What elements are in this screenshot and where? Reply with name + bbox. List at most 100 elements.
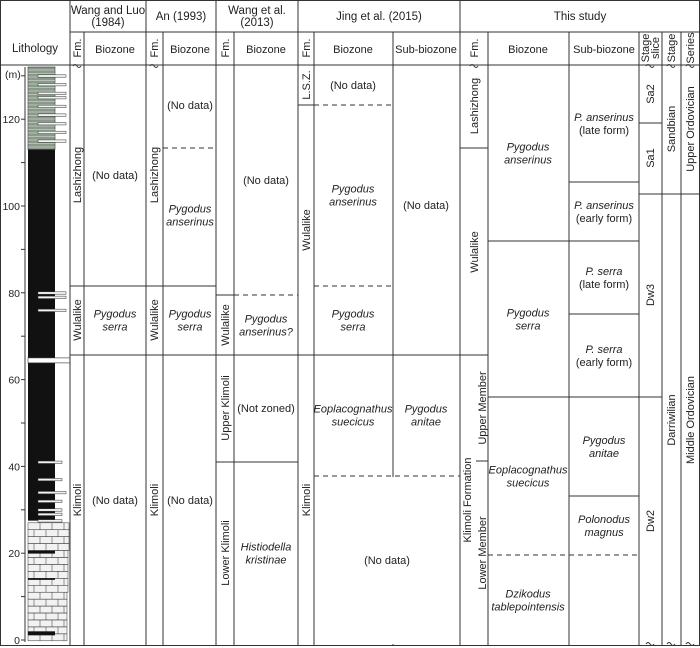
label-line: Biozone: [508, 44, 548, 56]
label: (No data): [243, 175, 289, 187]
jing-header: Jing et al. (2015): [336, 11, 422, 23]
limestone-interbed: [37, 512, 63, 516]
depth-tick-label: 20: [8, 548, 20, 560]
label-line: Fm.: [220, 39, 232, 58]
label-line: Upper Ordovician: [685, 86, 697, 172]
label-line: (No data): [403, 200, 449, 212]
lithology-header: Lithology: [12, 43, 58, 55]
label: Lashizhong: [469, 78, 481, 134]
limestone-interbed: [37, 478, 63, 482]
depth-tick-label: 60: [8, 375, 20, 387]
label-line: suecicus: [332, 417, 375, 429]
depth-tick-label: 100: [2, 201, 20, 213]
label: (No data): [92, 170, 138, 182]
label: Sandbian: [666, 106, 678, 153]
label: Wulalike: [72, 299, 84, 340]
label-line: Wulalike: [220, 304, 232, 345]
limestone-interbed: [37, 291, 67, 295]
unconformity-icon: [72, 64, 82, 68]
label-line: (early form): [576, 357, 632, 369]
label-line: Pygodus: [169, 204, 212, 216]
limestone-interbed: [37, 499, 63, 503]
label-line: Stage: [640, 34, 652, 63]
label: (Not zoned): [237, 403, 294, 415]
label-line: anitae: [411, 417, 441, 429]
label-line: kristinae: [246, 555, 287, 567]
label: Upper Ordovician: [685, 86, 697, 172]
label: Dw2: [645, 510, 657, 532]
label-line: Wulalike: [469, 231, 481, 272]
label-line: P. serra: [585, 344, 622, 356]
label: L.S.Z.: [301, 70, 313, 99]
label-line: Pygodus: [507, 308, 550, 320]
label-line: Pygodus: [245, 314, 288, 326]
label: (No data): [364, 555, 410, 567]
label-line: Dw3: [645, 284, 657, 306]
label-line: Wulalike: [72, 299, 84, 340]
label: (No data): [403, 200, 449, 212]
label: (No data): [167, 495, 213, 507]
label: Lower Klimoli: [220, 520, 232, 585]
limestone-interbed: [37, 74, 67, 78]
sub-biozone-label: P. anserinus(early form): [574, 200, 634, 225]
limestone-bed: [27, 605, 68, 614]
label-line: Fm.: [72, 39, 84, 58]
unconformity-icon: [149, 64, 159, 68]
depth-tick-label: 120: [2, 114, 20, 126]
label-line: Klimoli: [149, 484, 161, 516]
label-line: Sa2: [645, 84, 657, 104]
label-line: P. anserinus: [574, 112, 634, 124]
label-line: Wang and Luo: [71, 5, 145, 17]
label-line: Fm.: [469, 39, 481, 58]
depth-tick-label: 80: [8, 288, 20, 300]
wang-luo-header: Wang and Luo(1984): [71, 5, 145, 29]
label-line: (late form): [579, 279, 629, 291]
label-line: anserinus: [166, 217, 214, 229]
biozone-header: Biozone: [170, 44, 210, 56]
label-line: Pygodus: [332, 184, 375, 196]
unconformity-icon: [666, 642, 676, 646]
label-line: (Not zoned): [237, 403, 294, 415]
label-line: Klimoli: [301, 484, 313, 516]
sub-biozone-header: Sub-biozone: [395, 44, 457, 56]
label-line: slice: [650, 37, 662, 59]
series-header: Series: [685, 32, 697, 64]
label-line: Polonodus: [578, 514, 630, 526]
fm-header: Fm.: [72, 39, 84, 58]
label-line: Stage: [666, 34, 678, 63]
label: Upper Member: [477, 371, 489, 445]
label-line: Pygodus: [169, 309, 212, 321]
sub-biozone-label: P. serra(early form): [576, 344, 632, 369]
label-line: Klimoli Formation: [462, 458, 474, 543]
label-line: anserinus?: [239, 327, 294, 339]
unconformity-icon: [685, 642, 695, 646]
label-line: Eoplacognathus: [314, 404, 393, 416]
limestone-interbed: [37, 122, 67, 126]
label-line: (No data): [167, 100, 213, 112]
label-line: Series: [685, 32, 697, 64]
label-line: Jing et al. (2015): [336, 11, 422, 23]
label-line: Dzikodus: [505, 589, 551, 601]
label-line: serra: [177, 322, 202, 334]
stage-header: Stage: [666, 34, 678, 63]
label-line: (2013): [240, 17, 273, 29]
this-study-header: This study: [554, 11, 607, 23]
limestone-interbed: [37, 460, 63, 464]
an-header: An (1993): [156, 11, 207, 23]
label-line: Sandbian: [666, 106, 678, 153]
limestone-bed: [27, 619, 68, 628]
label-line: Pygodus: [332, 309, 375, 321]
label: Klimoli: [301, 484, 313, 516]
fm-header: Fm.: [469, 39, 481, 58]
label-line: P. anserinus: [574, 200, 634, 212]
label-line: Histiodella: [241, 542, 292, 554]
unconformity-icon: [685, 64, 695, 68]
label-line: An (1993): [156, 11, 207, 23]
depth-tick-label: 0: [14, 635, 20, 647]
